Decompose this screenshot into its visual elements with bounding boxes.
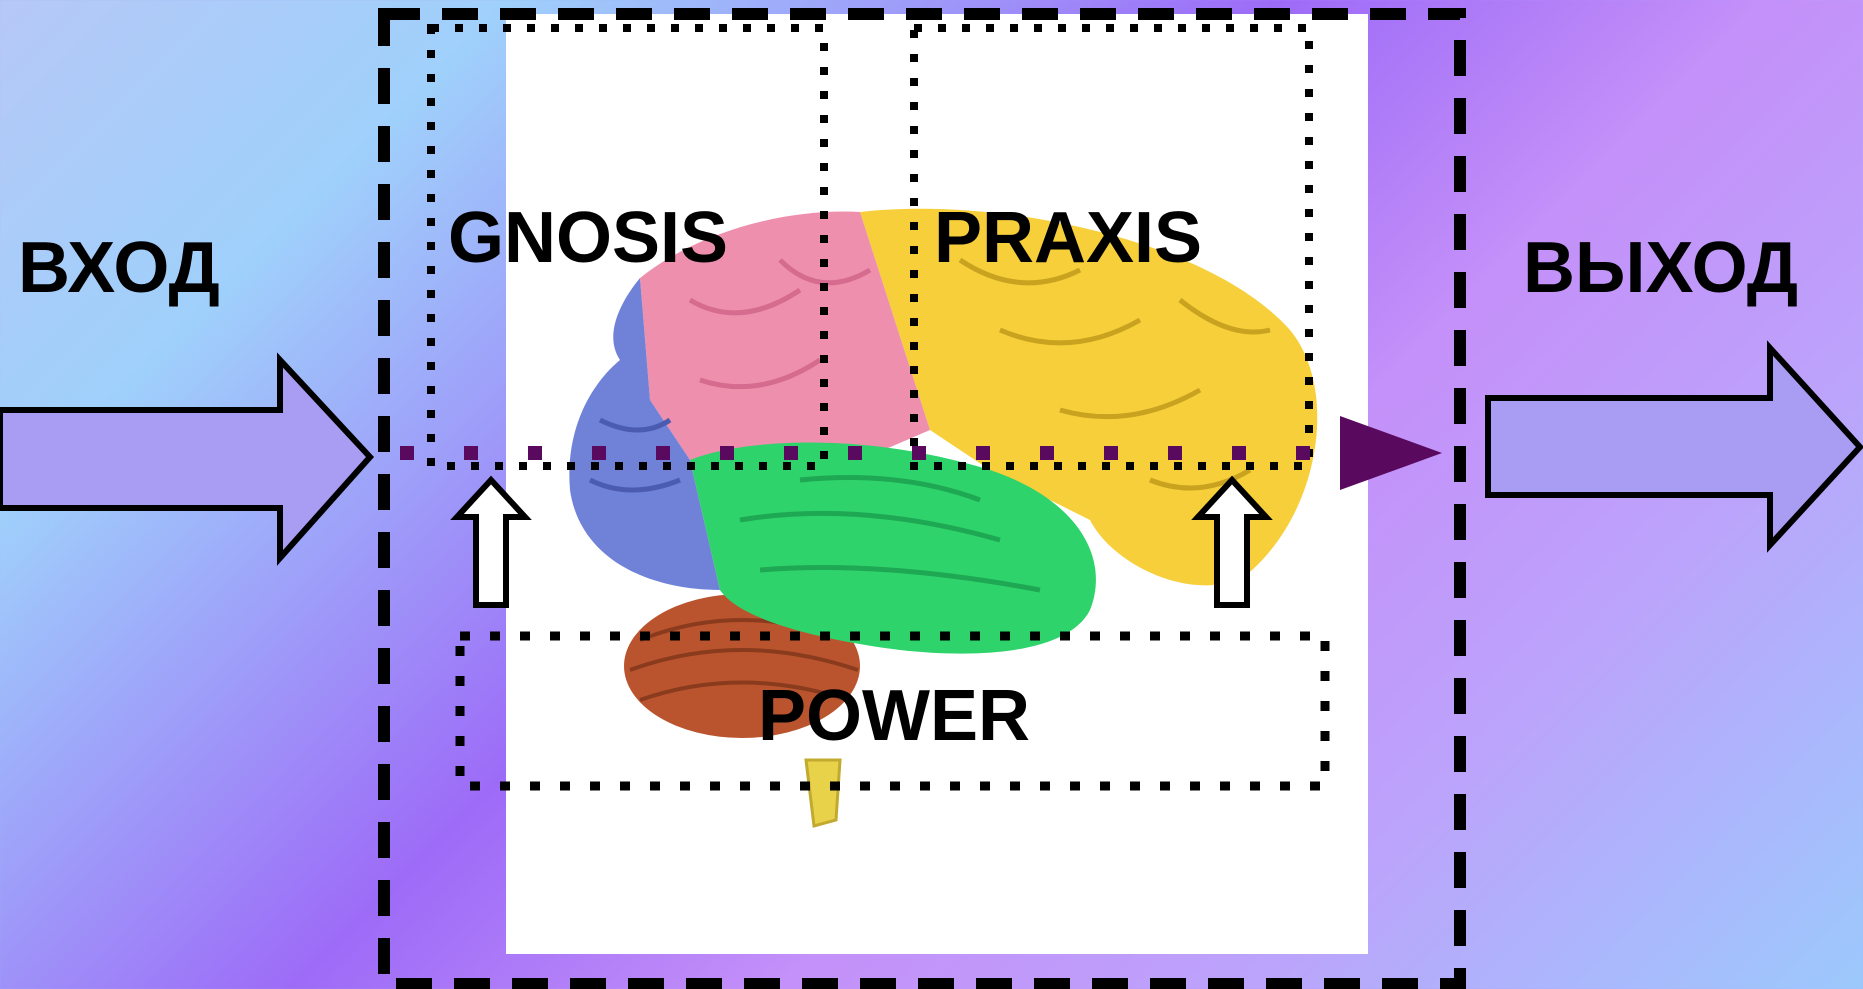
output-label: ВЫХОД (1523, 232, 1798, 304)
input-label: ВХОД (18, 232, 220, 304)
signal-arrowhead-icon (1340, 416, 1442, 490)
input-arrow-icon (0, 360, 370, 558)
output-arrow-icon (1488, 348, 1860, 545)
power-label: POWER (758, 680, 1030, 752)
praxis-label: PRAXIS (934, 202, 1202, 274)
gnosis-label: GNOSIS (448, 202, 728, 274)
